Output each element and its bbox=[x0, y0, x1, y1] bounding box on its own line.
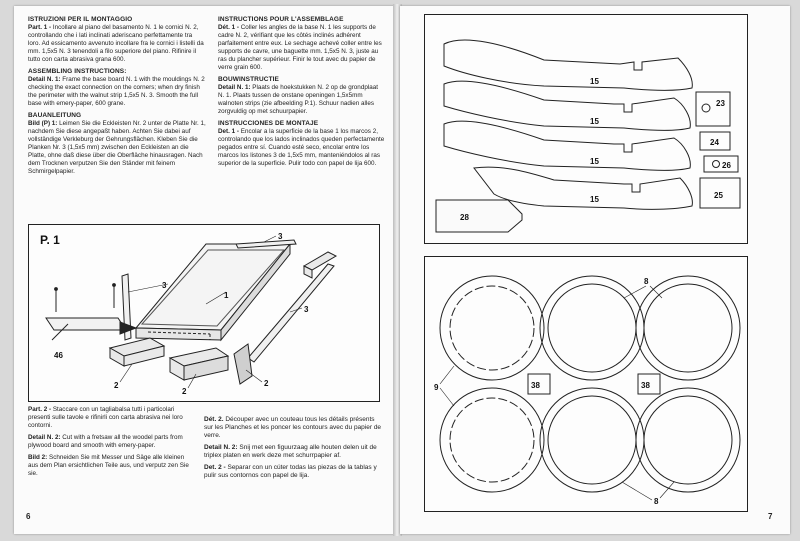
english-step1-head: Detail N. 1: bbox=[28, 76, 61, 83]
italian-step2-head: Part. 2 - bbox=[28, 406, 52, 413]
french-step2-head: Dét. 2. bbox=[204, 416, 224, 423]
parts-panel-rings: 8 9 8 38 38 bbox=[424, 256, 748, 512]
rib-label-3: 15 bbox=[590, 157, 599, 166]
french-step1-head: Dét. 1 - bbox=[218, 24, 239, 31]
english-step2-body: Cut with a fretsaw all the woodel parts … bbox=[28, 434, 183, 449]
italian-title: ISTRUZIONI PER IL MONTAGGIO bbox=[28, 16, 133, 23]
dutch-step2-body: Snij met een figuurzaag alle houten dele… bbox=[204, 444, 377, 459]
figure-title: P. 1 bbox=[40, 233, 60, 247]
german-step2-body: Schneiden Sie mit Messer und Säge alle k… bbox=[28, 454, 189, 477]
label-3b: 3 bbox=[278, 232, 283, 241]
page-number-left: 6 bbox=[26, 512, 31, 521]
base-board-drawing bbox=[134, 242, 292, 342]
part-28-label: 28 bbox=[460, 213, 469, 222]
rib-label-2: 15 bbox=[590, 117, 599, 126]
italian-step1-head: Part. 1 - bbox=[28, 24, 52, 31]
middle-instructions: INSTRUCTIONS POUR L'ASSEMBLAGE Dét. 1 - … bbox=[218, 16, 386, 172]
label-2a: 2 bbox=[114, 381, 119, 390]
spanish-step1-body: Encolar a la superficie de la base 1 los… bbox=[218, 128, 385, 167]
part-38-label-b: 38 bbox=[641, 381, 650, 390]
italian-instructions: ISTRUZIONI PER IL MONTAGGIO Part. 1 - In… bbox=[28, 16, 206, 180]
ring-label-8-bottom: 8 bbox=[654, 497, 659, 506]
english-title: ASSEMBLING INSTRUCTIONS: bbox=[28, 68, 127, 75]
walnut-strips bbox=[121, 239, 335, 363]
german-step1-head: Bild (P) 1: bbox=[28, 120, 58, 127]
label-2c: 2 bbox=[264, 379, 269, 388]
bottom-left-instructions: Part. 2 - Staccare con un tagliabalsa tu… bbox=[28, 406, 194, 482]
label-46: 46 bbox=[54, 351, 63, 360]
spanish-step1-head: Det. 1 - bbox=[218, 128, 239, 135]
rib-label-1: 15 bbox=[590, 77, 599, 86]
german-step1-body: Leimen Sie die Eckleisten Nr. 2 unter de… bbox=[28, 120, 206, 175]
label-3c: 3 bbox=[304, 305, 309, 314]
ring-label-8-top: 8 bbox=[644, 277, 649, 286]
english-step2-head: Detail N. 2: bbox=[28, 434, 61, 441]
label-2b: 2 bbox=[182, 387, 187, 396]
label-3a: 3 bbox=[162, 281, 167, 290]
italian-step1-body: Incollare al piano del basamento N. 1 le… bbox=[28, 24, 204, 63]
dutch-step1-head: Detail N. 1: bbox=[218, 84, 251, 91]
spanish-title: INSTRUCCIONES DE MONTAJE bbox=[218, 120, 319, 127]
part-25-label: 25 bbox=[714, 191, 723, 200]
page-number-right: 7 bbox=[768, 512, 773, 521]
ring-label-9: 9 bbox=[434, 383, 439, 392]
german-step2-head: Bild 2: bbox=[28, 454, 48, 461]
nails-and-sandpaper bbox=[45, 283, 138, 341]
label-1: 1 bbox=[224, 291, 229, 300]
part-24-label: 24 bbox=[710, 138, 719, 147]
part-38-label-a: 38 bbox=[531, 381, 540, 390]
rib-label-4: 15 bbox=[590, 195, 599, 204]
right-page: 15 15 15 15 28 23 24 26 25 bbox=[400, 6, 790, 534]
dutch-step1-body: Plaats de hoekstukken N. 2 op de grondpl… bbox=[218, 84, 378, 115]
dutch-step2-head: Detail N. 2: bbox=[204, 444, 238, 451]
ring-outlines bbox=[439, 275, 741, 493]
part-26-label: 26 bbox=[722, 161, 731, 170]
german-title: BAUANLEITUNG bbox=[28, 112, 82, 119]
french-title: INSTRUCTIONS POUR L'ASSEMBLAGE bbox=[218, 16, 344, 23]
parts-panel-ribs: 15 15 15 15 28 23 24 26 25 bbox=[424, 14, 748, 244]
spine-gutter bbox=[393, 4, 402, 536]
dutch-title: BOUWINSTRUCTIE bbox=[218, 76, 279, 83]
left-page: ISTRUZIONI PER IL MONTAGGIO Part. 1 - In… bbox=[14, 6, 395, 534]
french-step2-body: Découper avec un couteau tous les détail… bbox=[204, 416, 382, 439]
spanish-step2-body: Separar con un cúter todas las piezas de… bbox=[204, 464, 377, 479]
corner-mouldings bbox=[108, 251, 338, 385]
spanish-step2-head: Det. 2 - bbox=[204, 464, 226, 471]
english-step1-body: Frame the base board N. 1 with the mould… bbox=[28, 76, 205, 107]
italian-step2-body: Staccare con un tagliabalsa tutti i part… bbox=[28, 406, 183, 429]
bottom-right-instructions: Dét. 2. Découper avec un couteau tous le… bbox=[204, 416, 384, 484]
part-23-label: 23 bbox=[716, 99, 725, 108]
french-step1-body: Coller les angles de la base N. 1 les su… bbox=[218, 24, 382, 71]
rib-outlines bbox=[435, 39, 741, 233]
figure-p1: P. 1 bbox=[28, 224, 380, 402]
